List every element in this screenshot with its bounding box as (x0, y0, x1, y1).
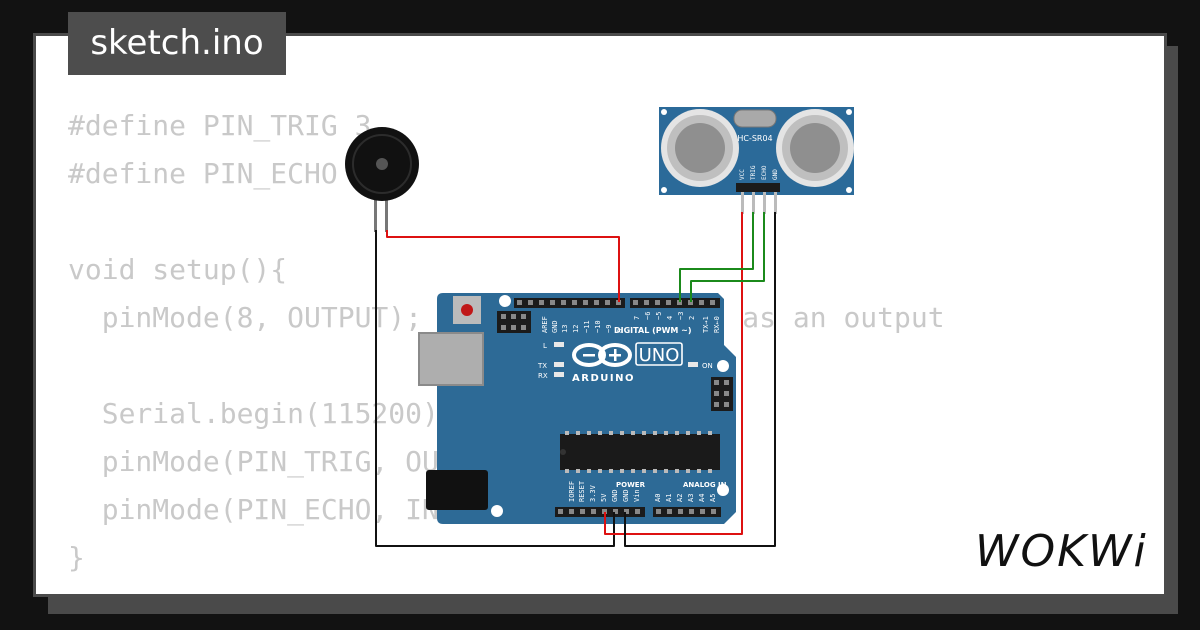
label-3v3: 3.3V (589, 484, 597, 502)
buzzer[interactable] (345, 127, 419, 232)
label-a2: A2 (676, 494, 684, 502)
icsp-header-right (711, 377, 733, 411)
label-analog-in: ANALOG IN (683, 481, 727, 489)
arduino-uno-board[interactable]: AREF GND 13 12 ~11 ~10 ~9 8 7 ~6 ~5 4 ~3… (418, 293, 736, 524)
label-aref: AREF (541, 316, 549, 333)
label-d8: 8 (616, 329, 624, 333)
wokwi-logo: WOKWi (975, 526, 1148, 577)
label-d13: 13 (561, 325, 569, 333)
label-d5: ~5 (655, 312, 663, 320)
analog-header[interactable] (653, 507, 721, 517)
digital-header-left[interactable] (514, 298, 625, 308)
buzzer-hole (376, 158, 388, 170)
sensor-label: HC-SR04 (737, 134, 772, 143)
label-d1: TX→1 (702, 316, 710, 333)
label-d10: ~10 (594, 320, 602, 333)
label-a3: A3 (687, 494, 695, 502)
uno-badge (635, 342, 683, 366)
label-digital: DIGITAL (PWM ~) (614, 326, 692, 335)
sensor-pin-trig: TRIG (750, 165, 757, 180)
label-ioref: IOREF (568, 481, 576, 502)
label-led-on: ON (702, 362, 713, 370)
label-a4: A4 (698, 494, 706, 502)
sensor-pin-echo: ECHO (761, 165, 768, 180)
label-d3: ~3 (677, 312, 685, 320)
label-power: POWER (616, 481, 646, 489)
label-a0: A0 (654, 494, 662, 502)
label-led-rx: RX (538, 372, 548, 380)
board-brand: ARDUINO (572, 373, 635, 384)
mount-hole-3 (717, 484, 729, 496)
sensor-header (736, 183, 780, 192)
label-a5: A5 (709, 494, 717, 502)
label-led-l: L (543, 342, 547, 350)
label-d0: RX←0 (713, 316, 721, 333)
dc-jack (426, 470, 488, 510)
hc-sr04-sensor[interactable]: HC-SR04 VCC TRIG ECHO GND (659, 107, 854, 214)
mount-hole-2 (717, 360, 729, 372)
code-line: } (68, 541, 85, 574)
label-d7: 7 (633, 316, 641, 320)
label-d4: 4 (666, 316, 674, 320)
label-d11: ~11 (583, 320, 591, 333)
reset-button-cap (461, 304, 473, 316)
arduino-logo-icon (572, 343, 632, 367)
wire-sensor-gnd-to-gnd[interactable] (624, 212, 776, 547)
label-a1: A1 (665, 494, 673, 502)
code-line: void setup(){ (68, 253, 288, 286)
label-d12: 12 (572, 325, 580, 333)
mount-hole-4 (491, 505, 503, 517)
label-led-tx: TX (537, 362, 547, 370)
wire-sensor-trig-to-pin3[interactable] (679, 212, 754, 302)
wire-buzzer-to-pin8[interactable] (386, 230, 620, 302)
sensor-pin-labels: VCC TRIG ECHO GND (739, 165, 779, 180)
buzzer-ring (352, 134, 412, 194)
wire-buzzer-to-gnd[interactable] (375, 230, 615, 547)
power-header[interactable] (555, 507, 645, 517)
board-name: UNO (639, 345, 680, 366)
code-line: #define PIN_TRIG 3 (68, 109, 372, 142)
label-gnd: GND (551, 320, 559, 333)
status-leds (554, 342, 698, 377)
usb-connector (418, 332, 484, 386)
label-gnd1: GND (611, 489, 619, 502)
power-pin-labels: IOREF RESET 3.3V 5V GND GND Vin A0 A1 A2… (568, 480, 717, 502)
icsp-header-top (497, 311, 531, 333)
label-d2: 2 (688, 316, 696, 320)
buzzer-pin-left (374, 186, 377, 232)
sensor-pin-gnd: GND (772, 169, 779, 180)
label-gnd2: GND (622, 489, 630, 502)
atmega-chip (560, 431, 720, 473)
label-d9: ~9 (605, 325, 613, 333)
label-d6: ~6 (644, 312, 652, 320)
mount-hole-1 (499, 295, 511, 307)
digital-header-right[interactable] (630, 298, 720, 308)
sensor-pin-vcc: VCC (739, 169, 746, 180)
wire-sensor-vcc-to-5v[interactable] (604, 212, 743, 535)
wire-sensor-echo-to-pin2[interactable] (690, 212, 765, 302)
file-tab[interactable]: sketch.ino (68, 12, 286, 75)
sensor-crystal (733, 109, 777, 128)
digital-pin-labels: AREF GND 13 12 ~11 ~10 ~9 8 7 ~6 ~5 4 ~3… (541, 312, 721, 333)
buzzer-pin-right (385, 186, 388, 232)
sensor-transducer-left (661, 109, 739, 187)
label-vin: Vin (633, 489, 641, 502)
code-line: Serial.begin(115200); (68, 397, 456, 430)
label-5v: 5V (600, 493, 608, 502)
label-reset: RESET (578, 480, 586, 502)
sensor-transducer-right (776, 109, 854, 187)
